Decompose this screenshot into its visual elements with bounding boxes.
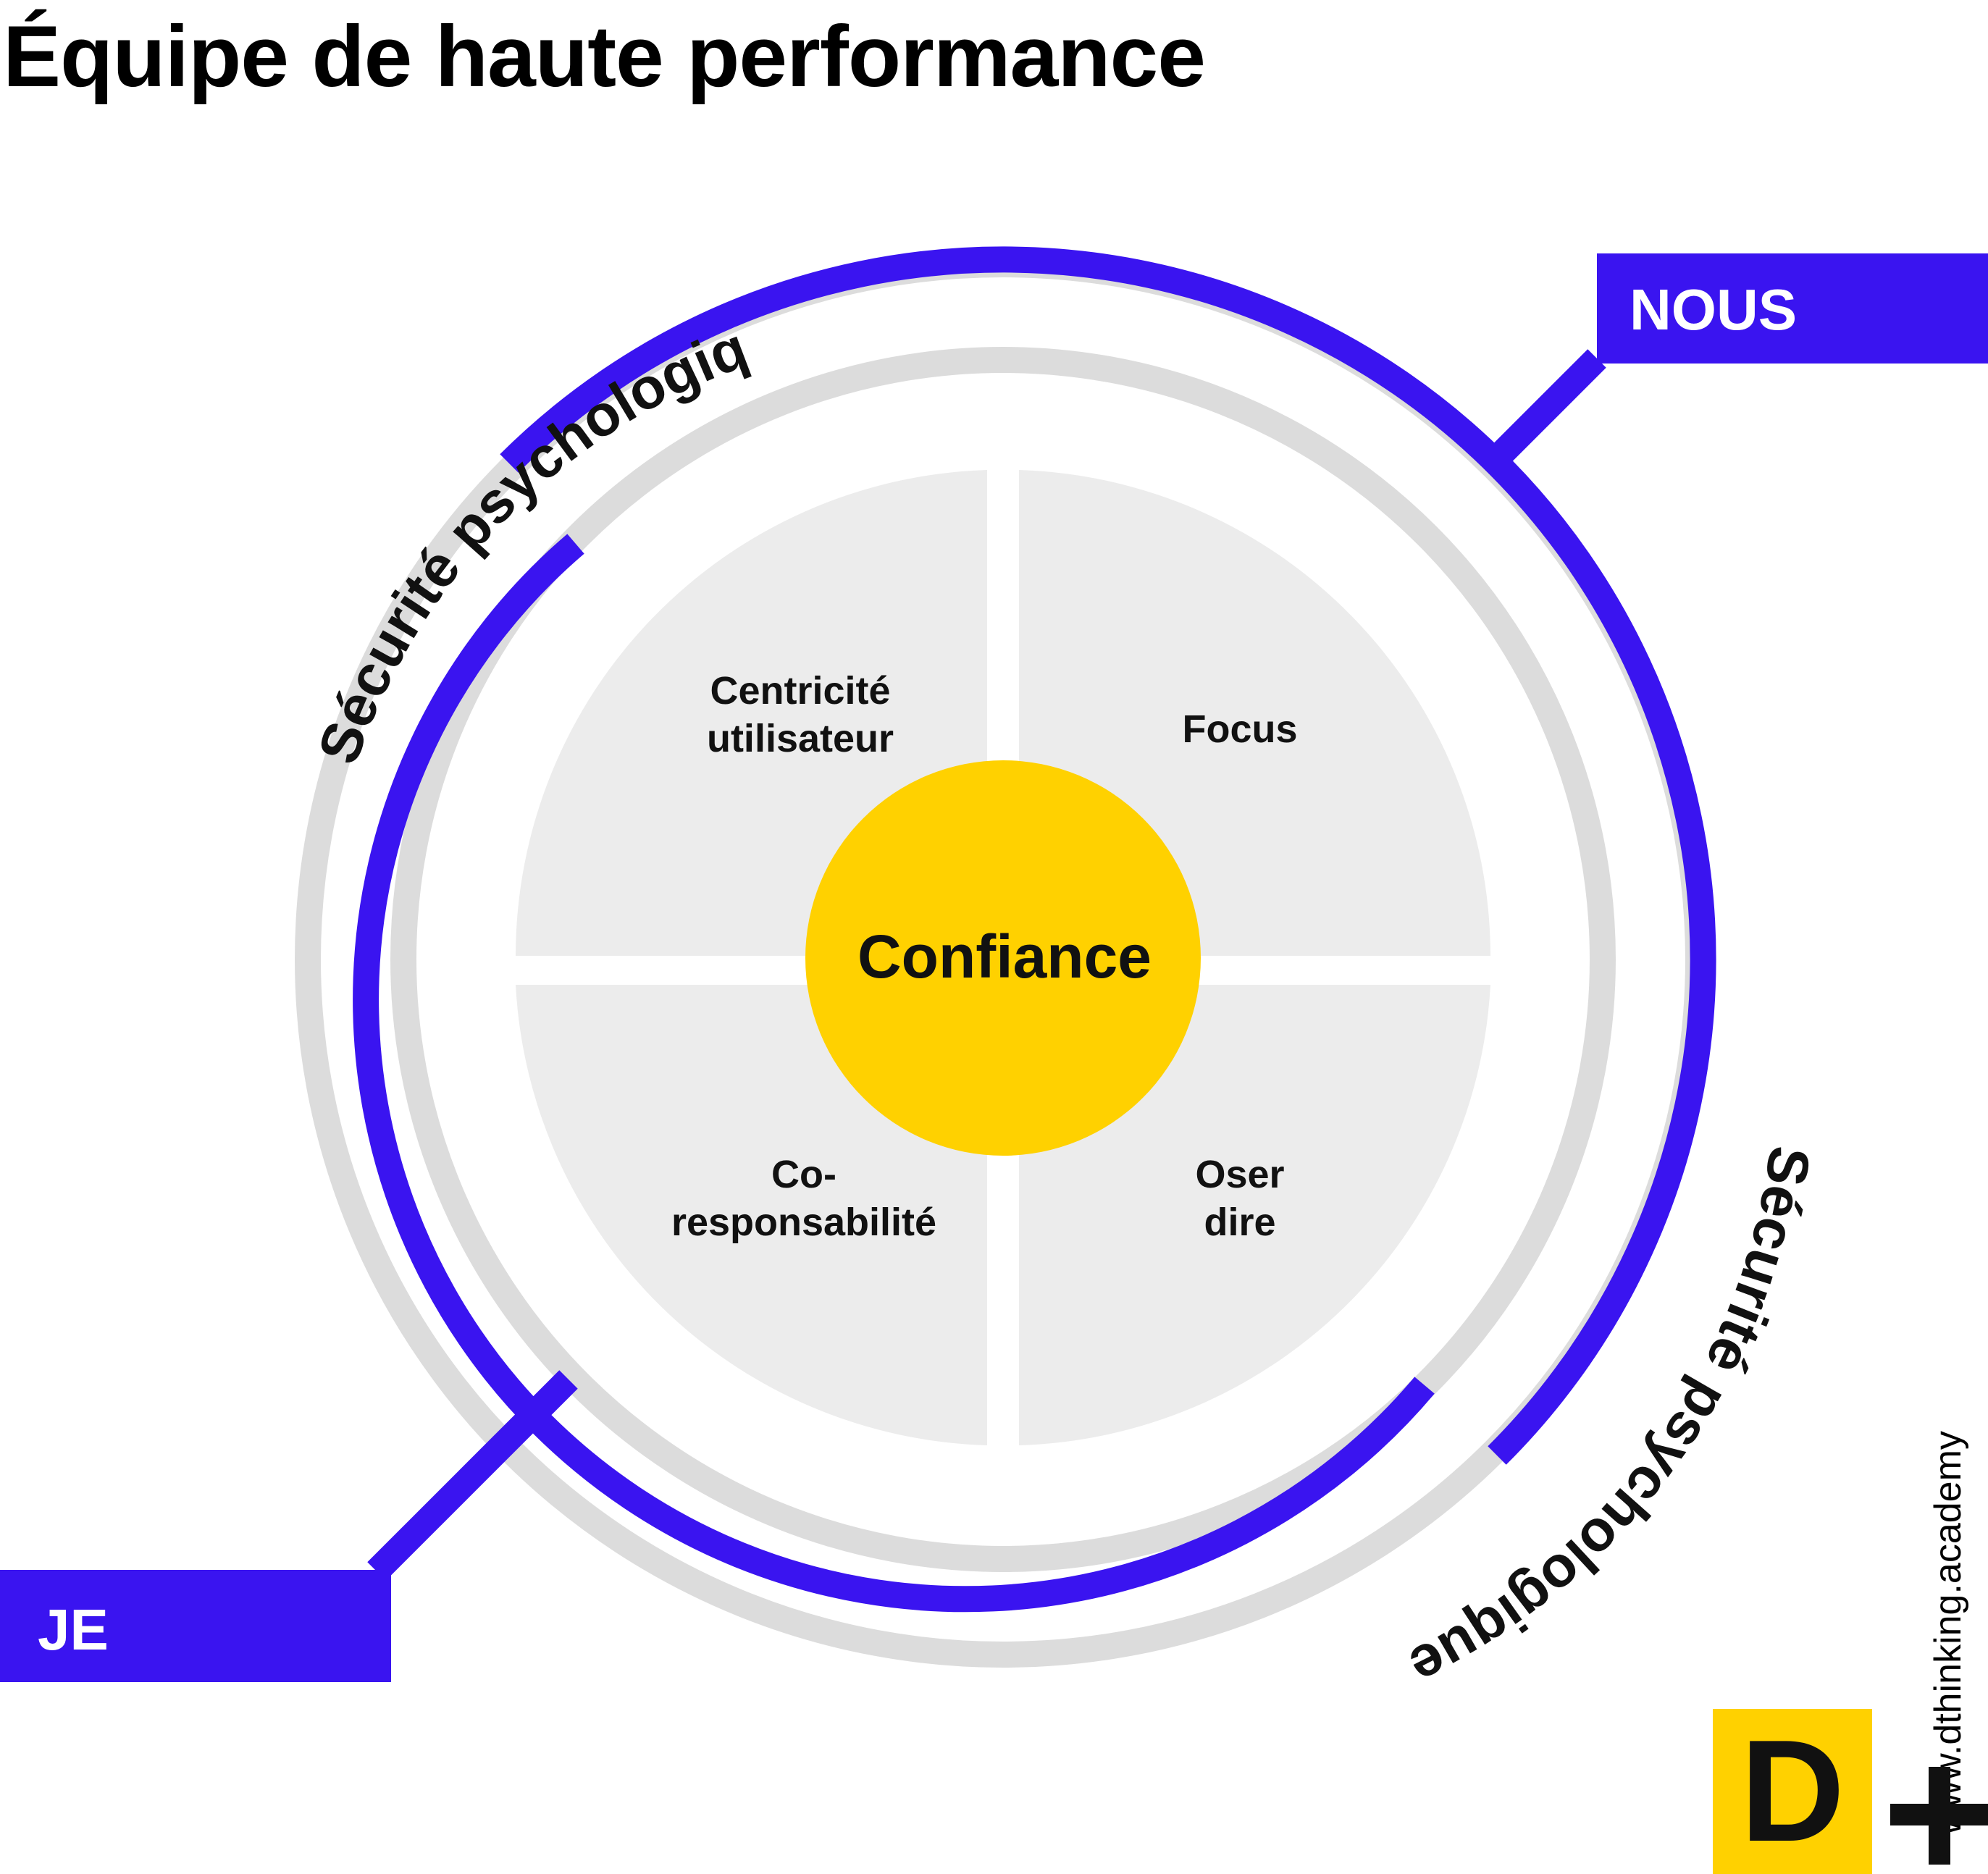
quadrant-label-bottom-left-line2: responsabilité bbox=[671, 1201, 936, 1244]
center-circle bbox=[805, 760, 1201, 1156]
quadrant-label-top-left-line1: Centricité bbox=[710, 669, 890, 713]
je-tag-label: JE bbox=[38, 1597, 109, 1662]
quadrant-label-bottom-left-line1: Co- bbox=[771, 1153, 836, 1196]
quadrant-label-bottom-right-line2: dire bbox=[1204, 1201, 1275, 1244]
quadrant-label-top-left-line2: utilisateur bbox=[707, 717, 894, 760]
arc-label-lower-path: Sécurité psychologique bbox=[1400, 1142, 1823, 1699]
plus-icon bbox=[1890, 1767, 1988, 1865]
nous-tag-label: NOUS bbox=[1630, 277, 1797, 342]
page-title: Équipe de haute performance bbox=[3, 8, 1206, 105]
je-connector bbox=[367, 1370, 578, 1581]
plus-icon-vertical bbox=[1929, 1767, 1950, 1865]
logo: D bbox=[1713, 1709, 1872, 1874]
nous-tag bbox=[1597, 253, 1988, 364]
nous-connector bbox=[1486, 349, 1606, 469]
quadrant-label-bottom-right-line1: Oser bbox=[1195, 1153, 1284, 1196]
center-label: Confiance bbox=[857, 923, 1152, 991]
quadrant-label-top-right: Focus bbox=[1182, 707, 1297, 751]
outer-blue-arc bbox=[500, 246, 1716, 1465]
inner-blue-arc bbox=[353, 534, 1435, 1613]
je-tag bbox=[0, 1570, 391, 1682]
arc-label-lower: Sécurité psychologique bbox=[1400, 1142, 1823, 1699]
inner-ring bbox=[390, 347, 1616, 1572]
logo-letter: D bbox=[1740, 1710, 1845, 1872]
